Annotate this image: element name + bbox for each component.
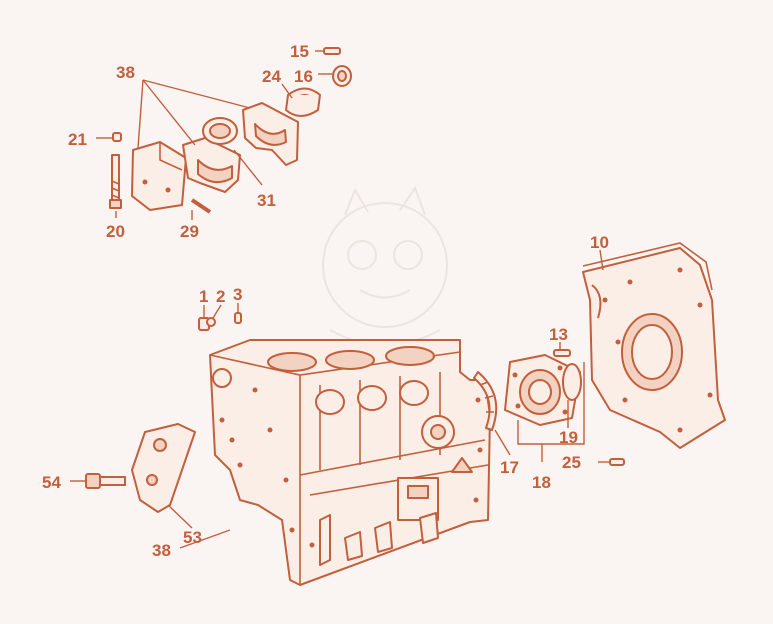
callout-15: 15 <box>290 42 309 61</box>
callout-38-top: 38 <box>116 63 135 82</box>
stud-29 <box>190 198 212 214</box>
callout-21: 21 <box>68 130 87 149</box>
bracket-53 <box>131 423 196 513</box>
callout-53: 53 <box>183 528 202 547</box>
callout-10: 10 <box>590 233 609 252</box>
callout-17: 17 <box>500 458 519 477</box>
leader-lines <box>70 50 610 549</box>
callout-25: 25 <box>562 453 581 472</box>
callout-3: 3 <box>233 285 242 304</box>
washer-2 <box>206 317 216 327</box>
thrust-washer-24 <box>285 87 321 117</box>
callout-2: 2 <box>216 287 225 306</box>
callout-29: 29 <box>180 222 199 241</box>
callout-labels: 38 21 20 29 31 24 16 15 1 2 3 10 13 19 2… <box>42 42 609 560</box>
screw-13 <box>553 349 571 357</box>
callout-1: 1 <box>199 287 208 306</box>
callout-16: 16 <box>294 67 313 86</box>
screw-25 <box>609 458 625 466</box>
callout-13: 13 <box>549 325 568 344</box>
bearing-shell-31 <box>202 117 238 145</box>
callout-24: 24 <box>262 67 281 86</box>
engine-block <box>209 339 491 586</box>
bearing-cap-middle <box>182 137 241 193</box>
screw-15 <box>323 47 341 55</box>
washer-21 <box>112 132 122 142</box>
seal-16 <box>332 65 352 87</box>
callout-38-bottom: 38 <box>152 541 171 560</box>
gasket-19 <box>562 363 582 401</box>
watermark-mascot <box>322 185 448 346</box>
bolt-54 <box>85 473 126 489</box>
callout-20: 20 <box>106 222 125 241</box>
plug-3 <box>234 312 242 324</box>
callout-18: 18 <box>532 473 551 492</box>
seal-carrier-18 <box>504 354 581 426</box>
seal-17 <box>473 371 498 431</box>
bearing-cap-right <box>242 102 299 166</box>
bearing-cap-left <box>131 141 187 211</box>
rear-plate-10 <box>582 242 726 449</box>
bolt-20 <box>109 154 122 209</box>
callout-54: 54 <box>42 473 61 492</box>
callout-31: 31 <box>257 191 276 210</box>
callout-19: 19 <box>559 428 578 447</box>
